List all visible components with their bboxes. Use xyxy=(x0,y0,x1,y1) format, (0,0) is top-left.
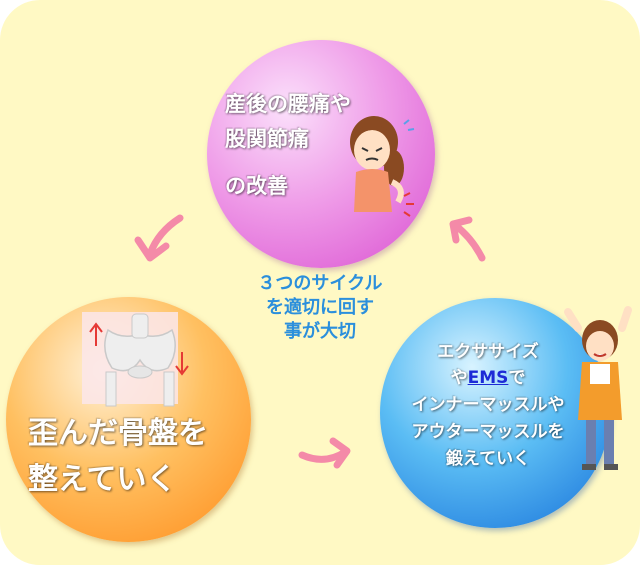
right-circle-line-1: エクササイズ xyxy=(437,342,539,362)
arrow-icon xyxy=(134,214,184,262)
top-circle-line-1: 産後の腰痛や xyxy=(225,92,351,116)
right-circle xyxy=(380,298,610,528)
left-circle-line-2: 整えていく xyxy=(28,462,177,497)
center-caption-line-2: を適切に回す xyxy=(266,297,374,318)
right-circle-prefix: や xyxy=(450,368,468,388)
left-circle-line-1: 歪んだ骨盤を xyxy=(28,416,208,451)
pelvis-bone-icon xyxy=(82,312,189,407)
arrow-icon xyxy=(298,437,351,469)
right-circle-line-3: インナーマッスルや xyxy=(411,395,565,415)
top-circle-line-3: の改善 xyxy=(225,174,288,198)
top-circle-line-2: 股関節痛 xyxy=(225,127,309,151)
ems-link[interactable]: EMS xyxy=(467,368,509,388)
right-circle-suffix: で xyxy=(508,368,526,388)
right-circle-line-4: アウターマッスルを xyxy=(411,422,565,442)
right-circle-line-2: やEMSで xyxy=(388,363,588,388)
center-caption-line-3: 事が大切 xyxy=(284,321,356,342)
arrow-icon xyxy=(449,216,486,262)
center-caption-line-1: ３つのサイクル xyxy=(257,273,383,294)
center-caption: ３つのサイクル を適切に回す 事が大切 xyxy=(225,272,415,344)
woman-backache-icon xyxy=(350,116,415,217)
woman-cheering-icon xyxy=(564,306,632,470)
right-circle-line-5: 鍛えていく xyxy=(445,449,531,469)
